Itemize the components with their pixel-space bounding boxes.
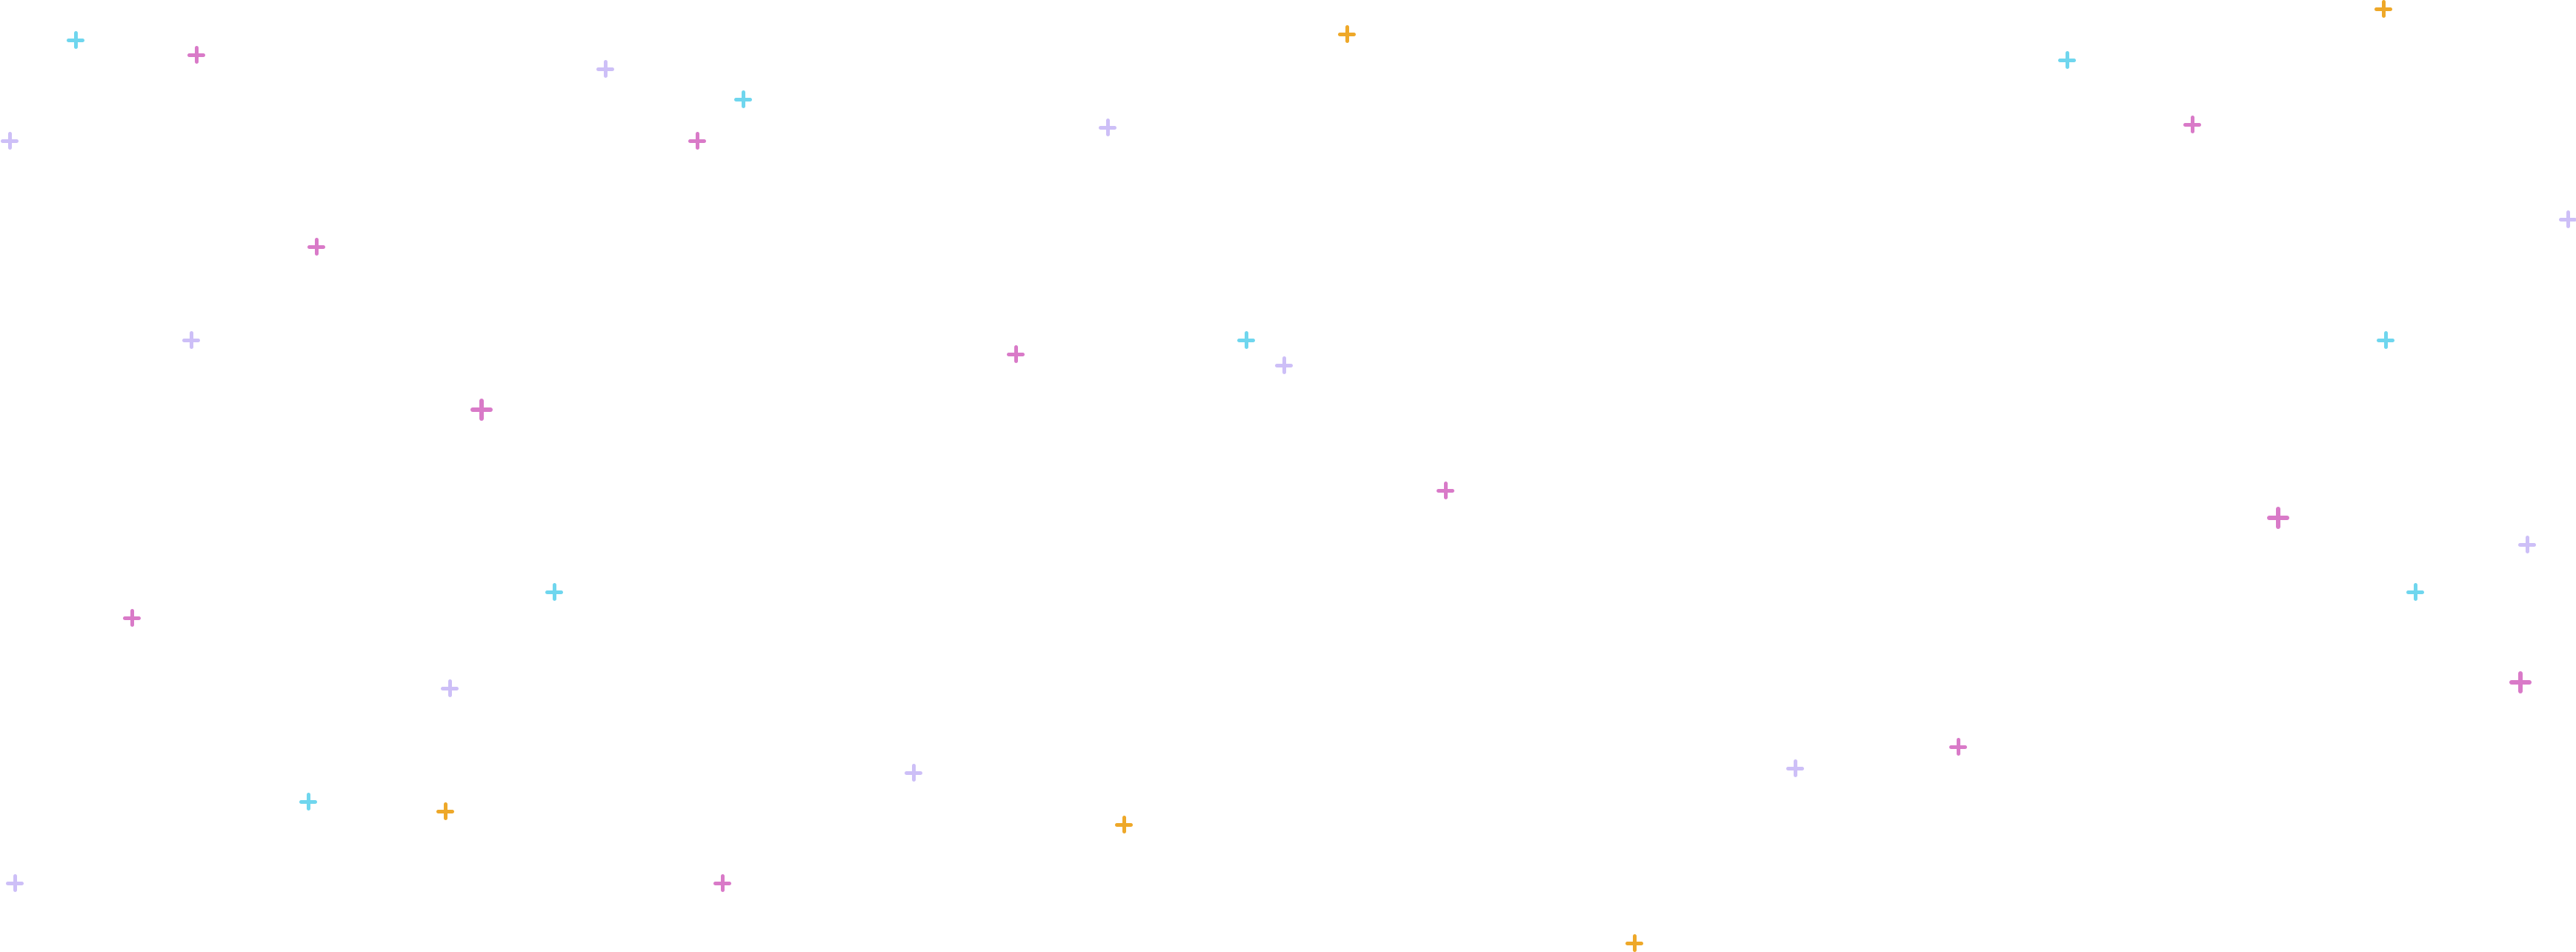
sparkle-icon [905, 764, 922, 782]
sparkle-icon [2374, 0, 2392, 18]
sparkle-icon [688, 132, 706, 150]
sparkle-icon [1437, 482, 1454, 499]
sparkle-icon [182, 331, 200, 349]
sparkle-icon [1786, 759, 1804, 777]
sparkle-icon [2559, 210, 2576, 228]
sparkle-icon [187, 46, 205, 64]
sparkle-icon [2183, 116, 2201, 133]
sparkle-icon [470, 399, 493, 421]
sparkle-icon [2509, 671, 2532, 693]
sparkle-icon [2058, 51, 2076, 69]
sparkle-icon [299, 793, 317, 810]
sparkle-icon [1, 132, 19, 150]
sparkle-icon [1275, 356, 1293, 374]
sparkle-icon [2377, 331, 2394, 349]
sparkle-icon [734, 90, 752, 108]
sparkle-icon [545, 583, 563, 601]
sparkle-icon [1338, 25, 1356, 43]
sparkle-icon [441, 679, 459, 697]
sparkle-icon [2518, 536, 2536, 553]
sparkle-icon [1007, 345, 1025, 363]
sparkle-icon [2267, 507, 2289, 529]
sparkle-icon [596, 60, 614, 78]
sparkle-icon [713, 874, 731, 892]
sparkle-icon [436, 802, 454, 820]
sparkle-icon [1625, 934, 1643, 952]
sparkle-icon [1115, 816, 1133, 833]
sparkle-icon [123, 609, 141, 627]
sparkle-icon [6, 874, 24, 892]
sparkle-icon [1099, 119, 1116, 136]
sparkle-icon [2406, 583, 2424, 601]
sparkle-icon [1949, 738, 1967, 756]
sparkle-icon [307, 238, 325, 256]
sparkle-icon [67, 31, 84, 49]
sparkle-icon [1237, 331, 1255, 349]
